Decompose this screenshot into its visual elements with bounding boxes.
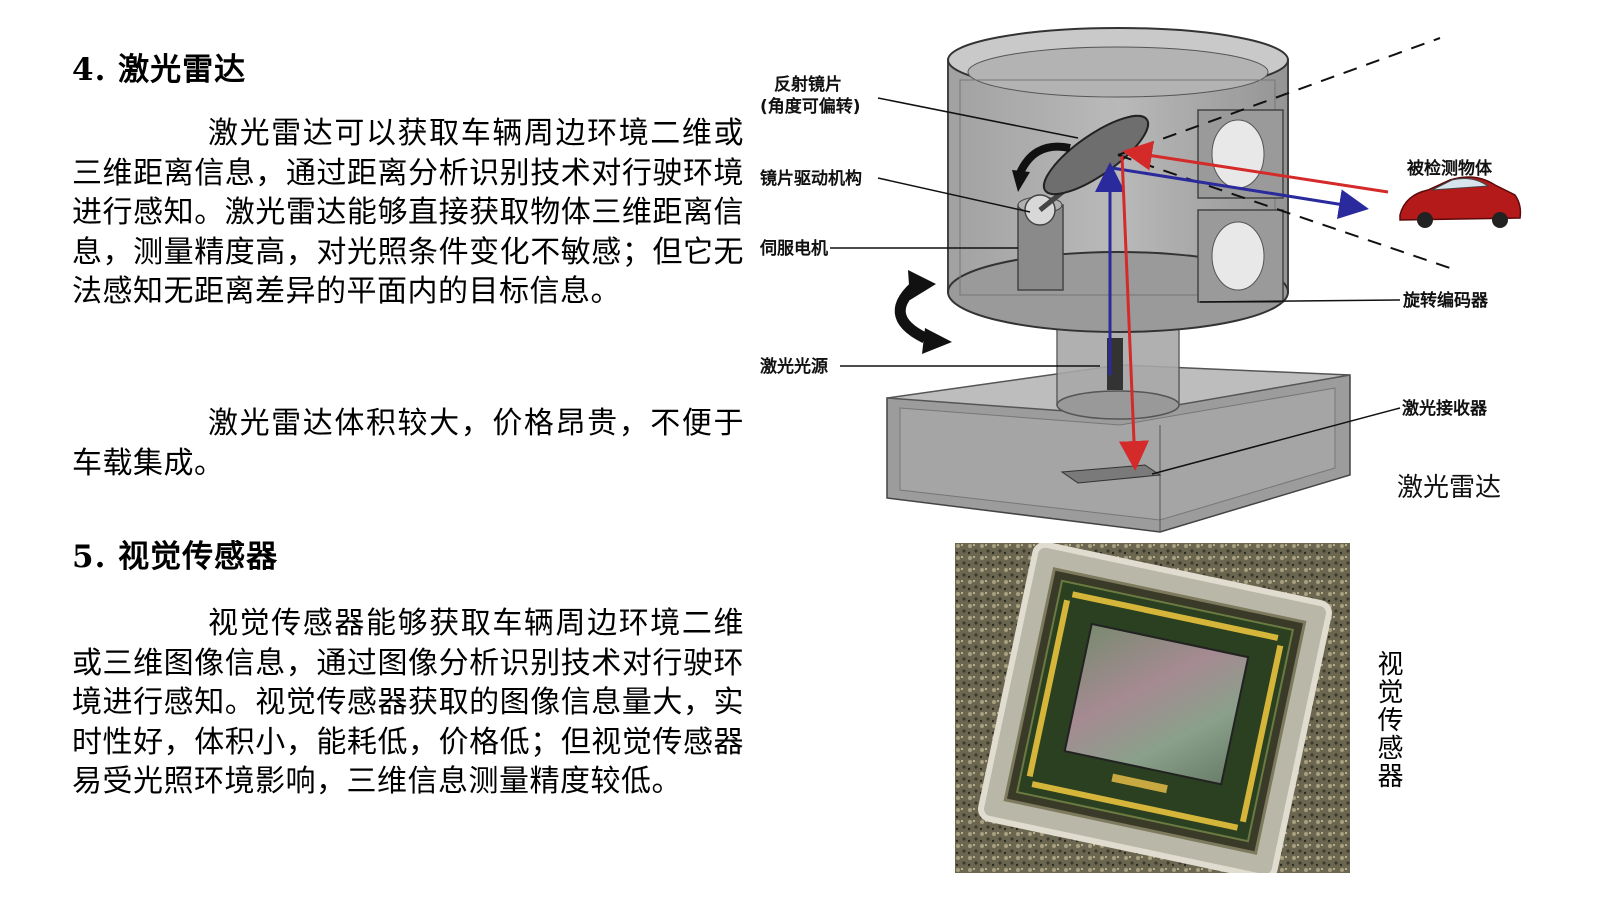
label-mirror-note: (角度可偏转) xyxy=(760,96,861,117)
label-rotary-encoder: 旋转编码器 xyxy=(1402,290,1489,311)
laser-beam-red-in xyxy=(1122,140,1389,194)
rotation-arrow-icon xyxy=(894,270,952,354)
car-icon xyxy=(1399,176,1522,228)
section-heading-lidar: 4. 激光雷达 xyxy=(72,52,247,88)
leader-lines xyxy=(830,97,1401,475)
label-laser-source: 激光光源 xyxy=(760,356,828,377)
laser-beam-red-down xyxy=(1119,155,1149,471)
label-target-object: 被检测物体 xyxy=(1407,158,1493,179)
lidar-paragraph-2: 激光雷达体积较大，价格昂贵，不便于车载集成。 xyxy=(72,406,744,481)
label-laser-receiver: 激光接收器 xyxy=(1402,398,1488,419)
lidar-diagram: 反射镜片 (角度可偏转) 镜片驱动机构 伺服电机 激光光源 被检测物体 旋转编码… xyxy=(760,27,1522,533)
vision-paragraph-1: 视觉传感器能够获取车辆周边环境二维或三维图像信息，通过图像分析识别技术对行驶环境… xyxy=(72,606,744,799)
lidar-paragraph-1: 激光雷达可以获取车辆周边环境二维或三维距离信息，通过距离分析识别技术对行驶环境进… xyxy=(72,116,744,309)
laser-beam-blue-out xyxy=(1111,166,1369,220)
lidar-caption: 激光雷达 xyxy=(1397,473,1501,503)
label-mirror-drive: 镜片驱动机构 xyxy=(760,168,862,189)
lidar-base xyxy=(886,364,1351,533)
vision-sensor-caption: 视觉传感器 xyxy=(1373,650,1403,790)
lidar-rotating-housing xyxy=(947,27,1289,333)
label-mirror: 反射镜片 xyxy=(774,74,842,95)
image-sensor-photo xyxy=(955,543,1350,873)
label-servo-motor: 伺服电机 xyxy=(760,238,828,259)
section-heading-vision: 5. 视觉传感器 xyxy=(72,539,279,575)
